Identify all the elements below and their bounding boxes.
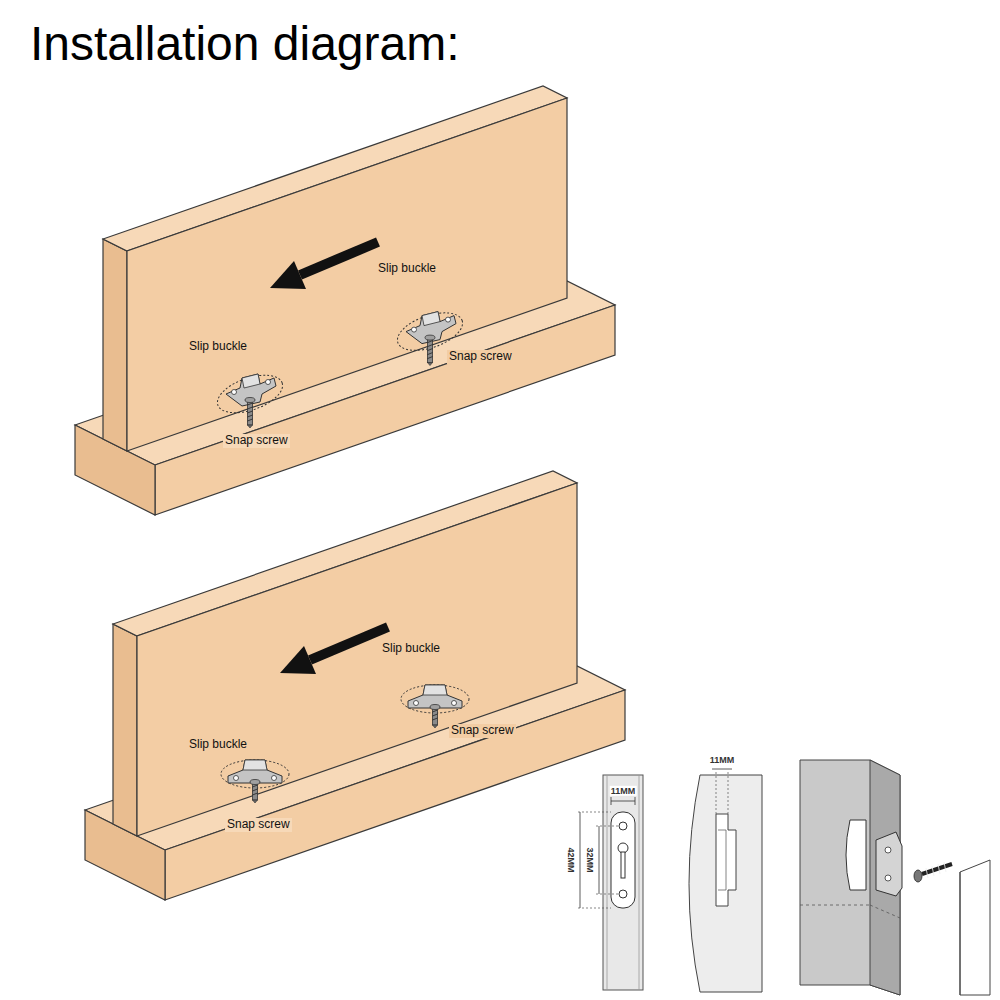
part-label: Snap screw bbox=[223, 434, 290, 448]
part-label: Slip buckle bbox=[380, 642, 442, 656]
bottom-illustration bbox=[85, 471, 625, 900]
dimension-label: 32MM bbox=[585, 846, 595, 873]
plate-detail bbox=[578, 775, 643, 990]
part-label: Slip buckle bbox=[376, 262, 438, 276]
part-label: Slip buckle bbox=[187, 738, 249, 752]
profile-detail bbox=[689, 769, 762, 992]
top-illustration bbox=[75, 86, 615, 515]
dimension-label: 11MM bbox=[709, 755, 736, 765]
part-label: Slip buckle bbox=[187, 340, 249, 354]
title: Installation diagram: bbox=[30, 16, 460, 71]
part-label: Snap screw bbox=[449, 724, 516, 738]
assembly-detail bbox=[800, 760, 990, 995]
part-label: Snap screw bbox=[225, 818, 292, 832]
dimension-label: 42MM bbox=[566, 846, 576, 873]
dimension-label: 11MM bbox=[610, 786, 637, 796]
part-label: Snap screw bbox=[447, 350, 514, 364]
